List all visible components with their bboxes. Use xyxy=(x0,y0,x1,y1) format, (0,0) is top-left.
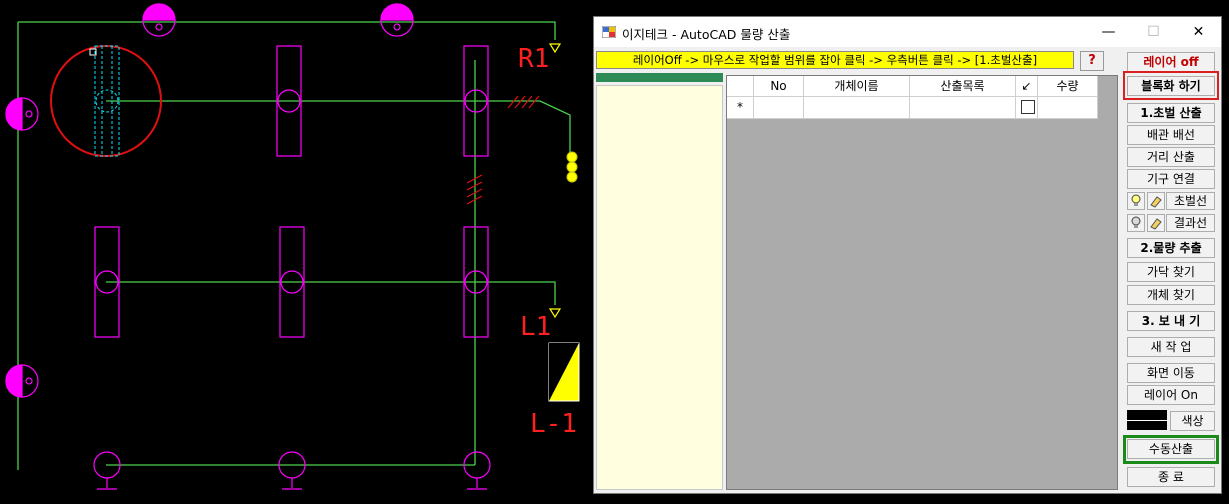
column-header-quantity[interactable]: 수량 xyxy=(1038,76,1098,96)
exit-button[interactable]: 종 료 xyxy=(1127,467,1215,487)
selected-fixture xyxy=(50,45,162,157)
new-row-marker: * xyxy=(727,97,754,118)
result-line-bulb-toggle[interactable] xyxy=(1127,214,1145,232)
title-bar[interactable]: 이지테크 - AutoCAD 물량 산출 — ☐ ✕ xyxy=(594,17,1221,47)
grid-header: No 개체이름 산출목록 ↙ 수량 xyxy=(727,76,1098,97)
cell-object-name[interactable] xyxy=(804,97,910,118)
rough-line-eraser-button[interactable] xyxy=(1147,192,1165,210)
floor-outlets xyxy=(93,451,491,490)
column-header-calc-list[interactable]: 산출목록 xyxy=(910,76,1016,96)
rough-line-button[interactable]: 초벌선 xyxy=(1166,192,1215,210)
homerun-arrows xyxy=(548,43,562,319)
app-icon xyxy=(602,26,616,38)
find-object-button[interactable]: 개체 찾기 xyxy=(1127,285,1215,305)
results-grid[interactable]: No 개체이름 산출목록 ↙ 수량 * xyxy=(726,75,1118,490)
window-title: 이지테크 - AutoCAD 물량 산출 xyxy=(622,27,791,42)
bulb-off-icon xyxy=(1131,216,1141,228)
light-fixtures xyxy=(94,45,489,338)
column-header-object-name[interactable]: 개체이름 xyxy=(804,76,910,96)
wire-hatch-marks xyxy=(466,95,540,205)
rough-calc-button[interactable]: 1.초벌 산출 xyxy=(1127,103,1215,123)
row-checkbox[interactable] xyxy=(1021,100,1035,114)
new-job-button[interactable]: 새 작 업 xyxy=(1127,337,1215,357)
minimize-button[interactable]: — xyxy=(1101,24,1116,40)
cell-no[interactable] xyxy=(754,97,804,118)
switch-symbol xyxy=(566,151,578,183)
cad-drawing-canvas[interactable]: R1 L1 L-1 xyxy=(0,0,593,504)
cell-check xyxy=(1016,97,1038,118)
cad-label-l-1: L-1 xyxy=(530,409,577,439)
distance-calc-button[interactable]: 거리 산출 xyxy=(1127,147,1215,167)
column-header-no[interactable]: No xyxy=(754,76,804,96)
progress-strip xyxy=(596,73,723,82)
wall-outlets xyxy=(5,3,414,398)
blockify-highlight xyxy=(1123,71,1219,100)
layer-on-button[interactable]: 레이어 On xyxy=(1127,385,1215,405)
instruction-bar: 레이어Off -> 마우스로 작업할 범위를 잡아 클릭 -> 우측버튼 클릭 … xyxy=(596,51,1074,69)
help-button[interactable]: ? xyxy=(1080,51,1104,71)
color-button[interactable]: 색상 xyxy=(1170,411,1215,431)
cad-label-l1: L1 xyxy=(520,312,551,342)
result-line-eraser-button[interactable] xyxy=(1147,214,1165,232)
export-button[interactable]: 3. 보 내 기 xyxy=(1127,311,1215,331)
eraser-icon xyxy=(1150,218,1162,230)
cad-label-r1: R1 xyxy=(518,44,549,74)
wiring-lines xyxy=(17,21,571,470)
layer-off-button[interactable]: 레이어 off xyxy=(1127,52,1215,72)
manual-calc-highlight xyxy=(1123,435,1219,464)
app-window: 이지테크 - AutoCAD 물량 산출 — ☐ ✕ 레이어Off -> 마우스… xyxy=(593,16,1222,494)
cell-quantity[interactable] xyxy=(1038,97,1098,118)
find-branch-button[interactable]: 가닥 찾기 xyxy=(1127,262,1215,282)
fixture-link-button[interactable]: 기구 연결 xyxy=(1127,169,1215,189)
cell-calc-list[interactable] xyxy=(910,97,1016,118)
bulb-on-icon xyxy=(1131,194,1141,206)
row-header-corner xyxy=(727,76,754,96)
close-button[interactable]: ✕ xyxy=(1192,24,1205,40)
result-line-button[interactable]: 결과선 xyxy=(1166,214,1215,232)
pipe-wiring-button[interactable]: 배관 배선 xyxy=(1127,125,1215,145)
rough-line-bulb-toggle[interactable] xyxy=(1127,192,1145,210)
move-screen-button[interactable]: 화면 이동 xyxy=(1127,363,1215,383)
quantity-extract-button[interactable]: 2.물량 추출 xyxy=(1127,238,1215,258)
color-swatch xyxy=(1127,410,1167,430)
blockify-button[interactable]: 블록화 하기 xyxy=(1127,76,1215,96)
column-header-check[interactable]: ↙ xyxy=(1016,76,1038,96)
manual-calc-button[interactable]: 수동산출 xyxy=(1127,439,1215,459)
panel-board xyxy=(548,342,580,402)
grid-new-row[interactable]: * xyxy=(727,97,1098,119)
layer-list-panel[interactable] xyxy=(596,85,723,490)
eraser-icon xyxy=(1150,196,1162,208)
maximize-button[interactable]: ☐ xyxy=(1147,24,1160,40)
